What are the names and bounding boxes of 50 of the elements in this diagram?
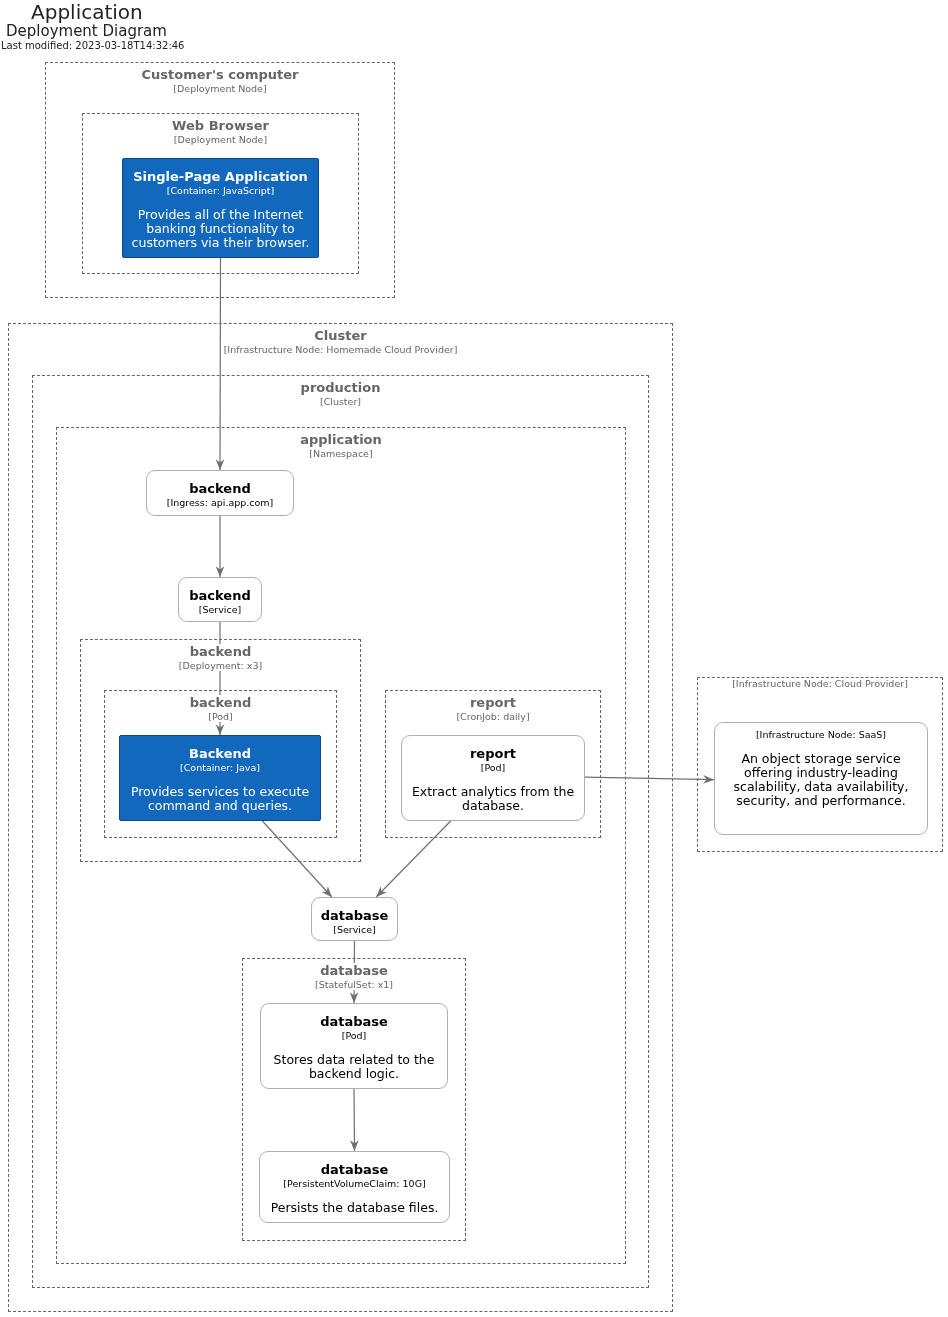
node-technology: [Pod] (341, 1029, 367, 1041)
node-technology: [Service] (198, 603, 242, 615)
node-technology: [Ingress: api.app.com] (166, 496, 274, 508)
node-title: Single-Page Application (133, 169, 308, 185)
node-title: backend (189, 481, 251, 497)
deployment-node-frame (242, 958, 466, 1241)
node-title: database (317, 963, 391, 979)
container-box (311, 897, 398, 941)
container-box (146, 470, 294, 516)
container-box (260, 1003, 448, 1089)
node-technology: [Service] (333, 923, 376, 935)
node-title: Backend (188, 746, 252, 762)
node-description: Stores data related to the backend logic. (272, 1053, 436, 1081)
node-technology: [Container: Java] (180, 761, 260, 773)
node-title: database (320, 908, 389, 924)
arrow (584, 775, 715, 784)
container-box (119, 735, 321, 821)
deployment-node-frame (697, 677, 943, 852)
node-title: backend (189, 588, 251, 604)
deployment-node-frame (80, 639, 361, 862)
container-box (259, 1151, 450, 1223)
arrow (215, 515, 225, 578)
container-box (178, 577, 262, 622)
deployment-node-frame (104, 690, 337, 838)
node-description: An object storage service offering industry-leading scalability, data availability, security, and performance. (732, 752, 910, 809)
node-title: database (320, 1014, 388, 1030)
node-technology: [Infrastructure Node: SaaS] (755, 729, 887, 741)
node-title: database (320, 1162, 389, 1178)
deployment-node-frame (385, 690, 601, 838)
container-box (401, 735, 585, 821)
modified-note: Last modified: 2023-03-18T14:32:46 (1, 40, 185, 51)
arrow (375, 820, 452, 898)
node-technology: [PersistentVolumeClaim: 10G] (283, 1177, 426, 1189)
deployment-node-frame (45, 62, 395, 298)
node-description: Extract analytics from the database. (410, 785, 576, 813)
container-box (714, 722, 928, 835)
deployment-node-frame (56, 427, 626, 1264)
deployment-node-frame (82, 113, 359, 274)
node-technology: [Pod] (480, 761, 506, 773)
node-description: Provides all of the Internet banking functionality to customers via their browser. (130, 208, 311, 250)
node-description: Provides services to execute command and queries. (129, 785, 311, 813)
diagram-title: Application (31, 0, 143, 24)
diagram-subtitle: Deployment Diagram (6, 22, 167, 40)
arrow (215, 257, 225, 471)
arrow (261, 820, 333, 898)
node-description: Persists the database files. (270, 1201, 439, 1215)
node-technology: [Container: JavaScript] (166, 184, 275, 196)
arrow (350, 1088, 359, 1152)
container-box (122, 158, 319, 258)
node-title: report (469, 746, 517, 762)
